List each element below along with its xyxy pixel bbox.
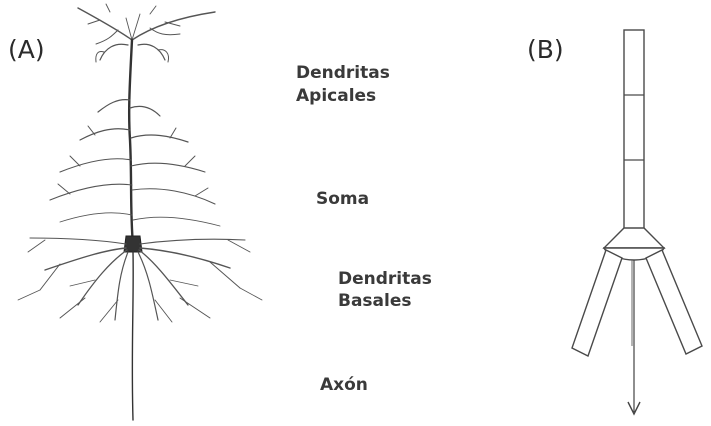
panel-b-label: (B) (527, 35, 564, 64)
axon-label: Axón (320, 375, 368, 395)
panel-a-label: (A) (8, 35, 45, 64)
apical-compartment (623, 29, 645, 231)
apical-trunk (127, 38, 135, 247)
basal-dendrites (17, 237, 263, 323)
pyramidal-neuron-drawing (17, 3, 263, 421)
axon-arrow-head (627, 401, 641, 416)
basal-dendrites-label-line2: Basales (338, 291, 412, 311)
apical-tuft (77, 3, 216, 63)
basal-compartment-right (645, 249, 703, 355)
apical-dendrites-label-line2: Apicales (296, 86, 376, 106)
soma-label: Soma (316, 189, 369, 209)
axon-line (131, 251, 134, 421)
apical-dendrites-label-line1: Dendritas (296, 63, 390, 83)
oblique-dendrites (49, 99, 221, 227)
compartmental-model (571, 29, 703, 416)
basal-dendrites-label-line1: Dendritas (338, 269, 432, 289)
basal-compartment-left (571, 249, 623, 357)
soma-compartment (602, 227, 666, 249)
